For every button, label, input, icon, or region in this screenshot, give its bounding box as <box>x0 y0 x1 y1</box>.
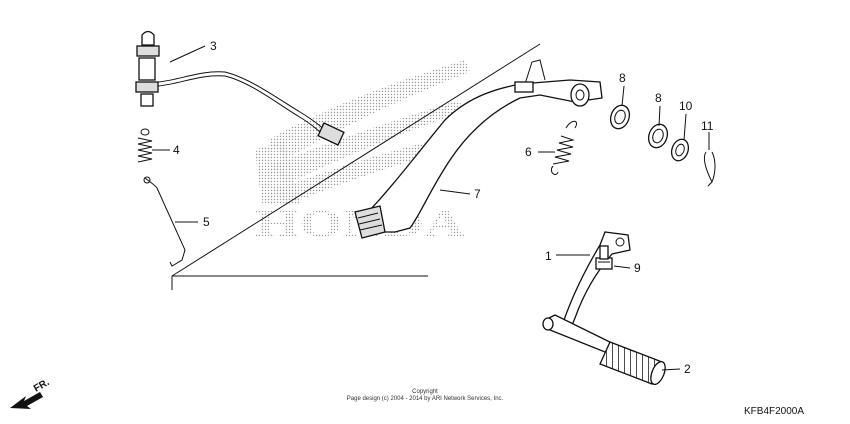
rubber-part-2[interactable] <box>599 341 668 386</box>
callout-9[interactable]: 9 <box>634 261 641 275</box>
washer-part-8b[interactable] <box>645 122 670 151</box>
copyright-label: Copyright <box>412 389 438 395</box>
cotter-pin-part-11[interactable] <box>703 151 716 187</box>
spring-part-4[interactable] <box>137 128 153 163</box>
callout-2[interactable]: 2 <box>684 362 691 376</box>
callout-7[interactable]: 7 <box>474 187 481 201</box>
callout-6[interactable]: 6 <box>525 145 532 159</box>
front-direction-arrow <box>10 392 43 409</box>
washer-part-8a[interactable] <box>607 103 632 132</box>
callout-11[interactable]: 11 <box>701 119 714 133</box>
callout-4[interactable]: 4 <box>173 143 180 157</box>
leader-lines <box>152 45 710 371</box>
return-spring-part-6[interactable] <box>550 120 578 175</box>
callout-3[interactable]: 3 <box>210 39 217 53</box>
brake-pedal-part-7[interactable] <box>354 59 603 239</box>
callout-5[interactable]: 5 <box>203 215 210 229</box>
bolt-part-9[interactable] <box>595 245 613 270</box>
diagram-code: KFB4F2000A <box>744 406 804 417</box>
brake-switch-part-3[interactable] <box>135 30 345 146</box>
callout-1[interactable]: 1 <box>545 249 552 263</box>
page-design-credit: Page design (c) 2004 - 2014 by ARI Netwo… <box>347 396 504 402</box>
step-arm-part-1[interactable] <box>542 231 631 359</box>
rod-part-5[interactable] <box>143 176 186 267</box>
washer-part-10[interactable] <box>669 137 692 163</box>
front-direction-label: FR. <box>32 377 52 395</box>
callout-8a[interactable]: 8 <box>619 71 626 85</box>
callout-10[interactable]: 10 <box>679 99 693 113</box>
callout-8b[interactable]: 8 <box>655 91 662 105</box>
assembly-group-lines <box>171 43 541 290</box>
